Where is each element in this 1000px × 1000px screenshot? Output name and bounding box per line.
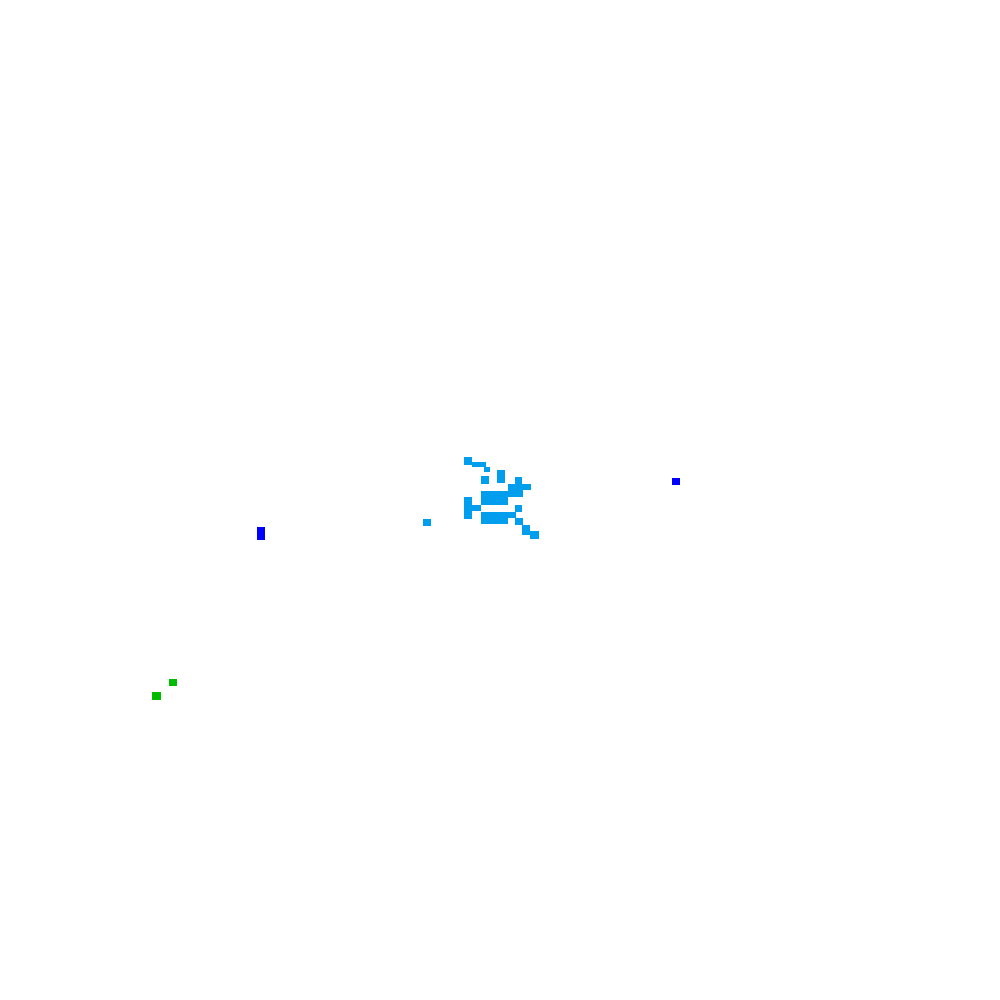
player-pixel — [522, 484, 531, 490]
enemies-layer — [257, 478, 680, 540]
enemy-pixel — [672, 478, 680, 485]
pickup-pixel — [169, 679, 177, 686]
player-pixel — [515, 477, 522, 485]
player-pixel — [515, 505, 522, 512]
player-pixel — [472, 462, 486, 467]
player-pixel — [515, 518, 523, 525]
player-pixel — [464, 497, 472, 519]
enemy-pixel — [257, 527, 265, 540]
player-pixel — [481, 491, 508, 505]
player-pixel — [464, 457, 472, 465]
pickup-pixel — [152, 692, 161, 700]
player-pixel — [481, 476, 489, 484]
player-pixel — [481, 512, 508, 524]
bullet-pixel — [423, 519, 431, 526]
player-pixel — [497, 470, 505, 483]
pixel-bug-ship-sprite — [464, 457, 539, 539]
player-pixel — [522, 525, 530, 535]
player-pixel — [472, 505, 481, 511]
player-pixel — [508, 484, 523, 497]
player-pixel — [484, 467, 490, 472]
player-pixel — [530, 531, 539, 539]
pickups-layer — [152, 679, 177, 700]
player-pixel — [508, 512, 516, 518]
bullets-layer — [423, 519, 431, 526]
